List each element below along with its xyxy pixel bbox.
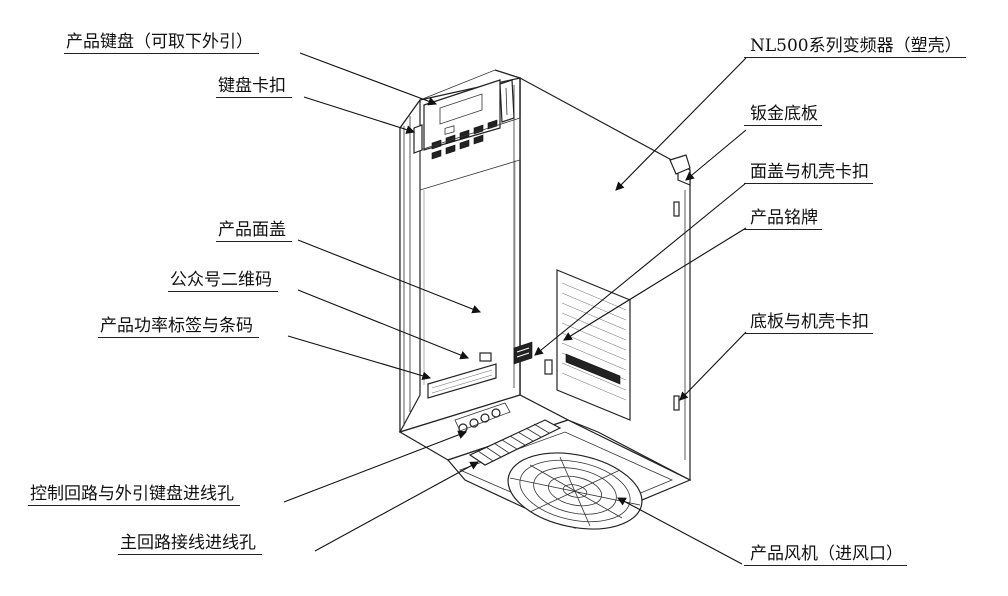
fan-grille	[507, 452, 643, 530]
label-product-name: NL500系列变频器（塑壳）	[744, 36, 966, 58]
label-keypad-clip: 键盘卡扣	[216, 76, 292, 98]
leader-lines	[283, 52, 747, 565]
label-qr-code: 公众号二维码	[168, 270, 278, 292]
label-nameplate: 产品铭牌	[744, 208, 822, 230]
label-base-clip: 底板与机壳卡扣	[744, 312, 873, 334]
qr-code-mark	[479, 341, 533, 365]
keypad-unit	[413, 79, 521, 191]
main-holes	[468, 419, 562, 466]
bottom-area	[398, 394, 692, 530]
side-clips	[669, 154, 691, 460]
label-main-holes: 主回路接线进线孔	[118, 533, 262, 555]
power-label-plate	[427, 363, 497, 399]
label-fan: 产品风机（进风口）	[744, 544, 907, 566]
nameplate-plate	[544, 269, 631, 421]
label-cover-clip: 面盖与机壳卡扣	[744, 162, 873, 184]
label-keypad: 产品键盘（可取下外引）	[64, 32, 259, 54]
label-power-label: 产品功率标签与条码	[98, 316, 259, 338]
front-cover	[423, 160, 516, 385]
label-front-cover: 产品面盖	[216, 220, 292, 242]
label-control-holes: 控制回路与外引键盘进线孔	[28, 484, 240, 506]
label-sheet-base: 钣金底板	[744, 104, 822, 126]
